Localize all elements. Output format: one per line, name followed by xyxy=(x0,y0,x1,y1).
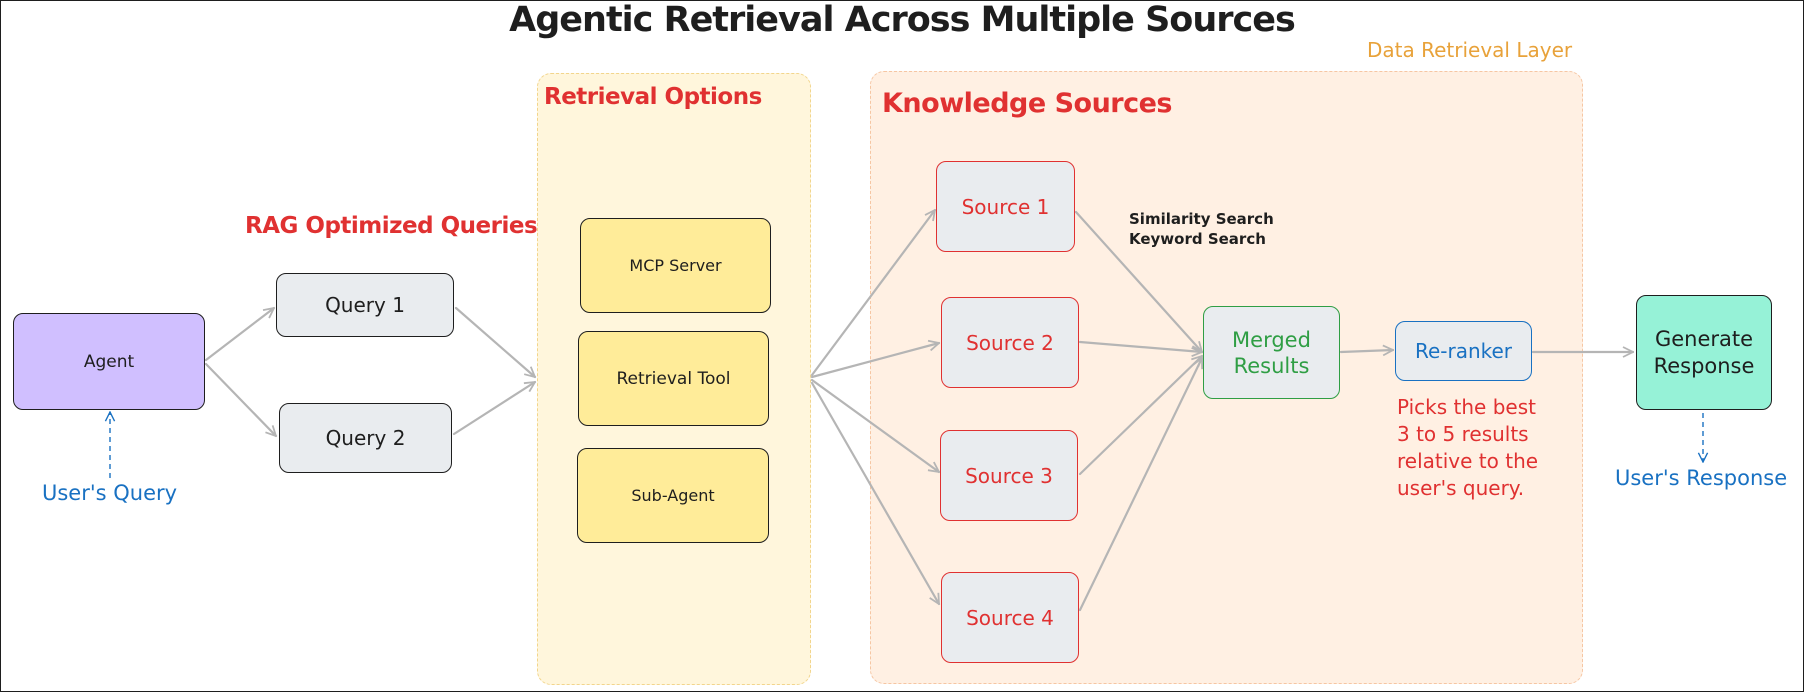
query-2-node: Query 2 xyxy=(279,403,452,473)
sub-agent-node: Sub-Agent xyxy=(577,448,769,543)
arrow-options-to-source-4 xyxy=(810,381,941,604)
arrow-options-to-source-3 xyxy=(810,378,939,472)
source-3-node: Source 3 xyxy=(940,430,1078,521)
data-retrieval-layer-label: Data Retrieval Layer xyxy=(1367,38,1573,62)
arrow-source-3-to-merged xyxy=(1078,356,1202,476)
agent-node: Agent xyxy=(13,313,205,410)
query-1-node: Query 1 xyxy=(276,273,454,337)
search-methods-label: Similarity Search Keyword Search xyxy=(1129,209,1274,249)
similarity-search-label: Similarity Search xyxy=(1129,210,1274,228)
source-1-node: Source 1 xyxy=(936,161,1075,252)
rag-queries-heading: RAG Optimized Queries xyxy=(245,213,538,239)
keyword-search-label: Keyword Search xyxy=(1129,230,1266,248)
reranker-note-line-4: user's query. xyxy=(1397,476,1525,500)
merged-results-line-1: Merged xyxy=(1232,327,1311,352)
arrow-options-to-source-2 xyxy=(810,343,939,379)
source-4-node: Source 4 xyxy=(941,572,1079,663)
retrieval-options-heading: Retrieval Options xyxy=(544,84,762,110)
diagram-title: Agentic Retrieval Across Multiple Source… xyxy=(509,0,1296,40)
merged-results-line-2: Results xyxy=(1233,353,1310,378)
reranker-note-line-1: Picks the best xyxy=(1397,395,1536,419)
arrow-query-1-to-options xyxy=(454,306,535,377)
arrow-options-to-source-1 xyxy=(810,210,935,377)
arrow-source-2-to-merged xyxy=(1078,340,1202,352)
reranker-note-line-3: relative to the xyxy=(1397,449,1539,473)
user-response-label: User's Response xyxy=(1615,466,1788,490)
merged-results-node: Merged Results xyxy=(1203,306,1340,399)
arrow-source-4-to-merged xyxy=(1078,358,1204,612)
arrow-query-2-to-options xyxy=(452,380,535,436)
arrow-source-1-to-merged xyxy=(1074,210,1202,352)
mcp-server-node: MCP Server xyxy=(580,218,771,313)
reranker-node: Re-ranker xyxy=(1395,321,1532,381)
reranker-note: Picks the best 3 to 5 results relative t… xyxy=(1397,394,1538,502)
generate-response-node: Generate Response xyxy=(1636,295,1772,410)
arrow-merged-to-reranker xyxy=(1339,350,1393,352)
retrieval-tool-node: Retrieval Tool xyxy=(578,331,769,426)
generate-response-line-1: Generate xyxy=(1654,326,1754,351)
reranker-note-line-2: 3 to 5 results xyxy=(1397,422,1529,446)
generate-response-line-2: Response xyxy=(1653,353,1755,378)
source-2-node: Source 2 xyxy=(941,297,1079,388)
arrow-agent-to-query-1 xyxy=(204,308,274,362)
user-query-label: User's Query xyxy=(42,481,178,505)
arrow-agent-to-query-2 xyxy=(204,362,276,436)
knowledge-sources-heading: Knowledge Sources xyxy=(882,88,1173,119)
